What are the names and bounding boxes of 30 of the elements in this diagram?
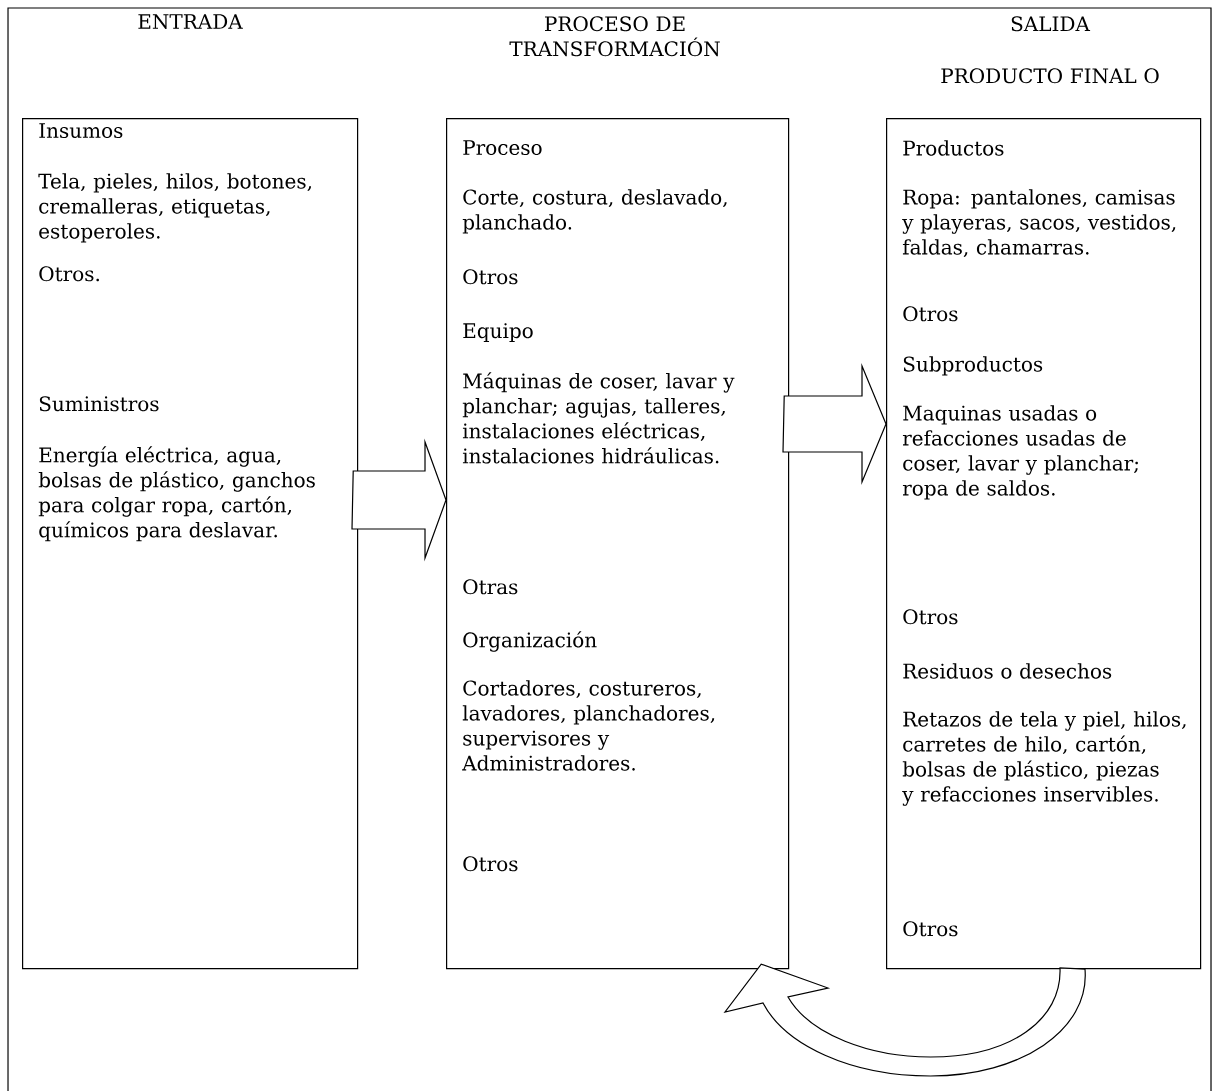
- box-text: Residuos o desechos: [903, 663, 1112, 679]
- column-heading: PRODUCTO FINAL O: [941, 68, 1159, 84]
- column-heading: PROCESO DE TRANSFORMACIÓN: [509, 16, 720, 57]
- box-text: Ropa: pantalones, camisas y playeras, sacos, vestidos, faldas, chamarras.: [902, 189, 1176, 258]
- box-text: Otros: [463, 269, 518, 285]
- box-text: Otros: [903, 609, 958, 625]
- box-text: Corte, costura, deslavado, planchado.: [462, 189, 727, 234]
- box-text: Insumos: [39, 123, 123, 139]
- box-text: Proceso: [463, 140, 542, 156]
- box-text: Energía eléctrica, agua, bolsas de plástico, ganchos para colgar ropa, cartón, químicos para deslavar.: [38, 446, 315, 542]
- box-text: Otros.: [39, 266, 99, 282]
- box-text: Maquinas usadas o refacciones usadas de coser, lavar y planchar; ropa de saldos.: [902, 405, 1138, 500]
- column-heading: SALIDA: [1011, 16, 1091, 32]
- box-text: Otras: [463, 579, 518, 595]
- box-text: Cortadores, costureros, lavadores, planchadores, supervisores y Administradores.: [462, 680, 715, 771]
- box-text: Máquinas de coser, lavar y planchar; agujas, talleres, instalaciones eléctricas, instalaciones hidráulicas.: [462, 372, 735, 464]
- box-text: Otros: [903, 921, 958, 937]
- box-text: Equipo: [463, 323, 533, 343]
- box-text: Suministros: [39, 396, 159, 412]
- curved-block-arrow: [724, 963, 1086, 1077]
- box-text: Otros: [903, 306, 958, 322]
- block-arrow: [782, 363, 887, 485]
- box-text: Tela, pieles, hilos, botones, cremalleras, etiquetas, estoperoles.: [38, 173, 312, 243]
- box-text: Organización: [463, 631, 597, 652]
- box-text: Otros: [463, 856, 518, 872]
- box-text: Subproductos: [903, 356, 1043, 376]
- column-heading: ENTRADA: [138, 14, 243, 30]
- block-arrow: [351, 438, 447, 562]
- box-text: Productos: [903, 140, 1004, 156]
- box-text: Retazos de tela y piel, hilos, carretes de hilo, cartón, bolsas de plástico, piezas y refacciones inservibles.: [902, 711, 1186, 806]
